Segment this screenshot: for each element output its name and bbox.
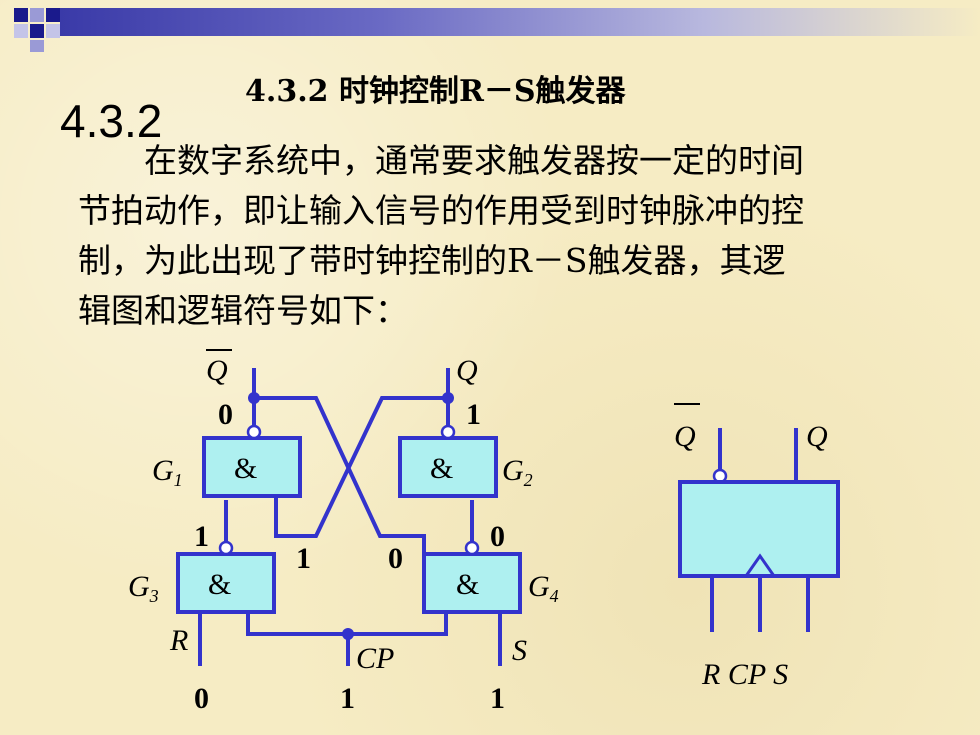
paragraph-line: 节拍动作，即让输入信号的作用受到时钟脉冲的控 xyxy=(78,191,804,230)
clock-triangle xyxy=(744,553,776,577)
q-bar-label: Q xyxy=(206,354,228,387)
r-input-label: R xyxy=(169,624,188,657)
junction-dot xyxy=(342,628,354,640)
inverter-bubble xyxy=(246,424,262,440)
wire xyxy=(254,396,426,554)
decor-square xyxy=(46,24,60,38)
inverter-bubble xyxy=(464,540,480,556)
symbol-q-label: Q xyxy=(806,420,828,453)
body-paragraph: 在数字系统中，通常要求触发器按一定的时间 节拍动作，即让输入信号的作用受到时钟脉… xyxy=(78,136,938,336)
value-label: 0 xyxy=(218,398,233,431)
value-label: 0 xyxy=(194,682,209,715)
wire xyxy=(274,396,448,538)
decor-square xyxy=(30,8,44,22)
decor-square xyxy=(14,8,28,22)
decor-square xyxy=(46,8,60,22)
gate-symbol: & xyxy=(234,452,257,485)
value-label: 1 xyxy=(466,398,481,431)
gate-g2 xyxy=(398,436,498,498)
paragraph-line: 在数字系统中，通常要求触发器按一定的时间 xyxy=(144,141,804,180)
value-label: 1 xyxy=(340,682,355,715)
q-label: Q xyxy=(456,354,478,387)
gate-symbol: & xyxy=(456,568,479,601)
gate-name: G4 xyxy=(528,570,559,606)
gate-name: G1 xyxy=(152,454,183,490)
cp-input-label: CP xyxy=(356,642,394,675)
junction-dot xyxy=(442,392,454,404)
slide-title: 4.3.2 时钟控制R－S触发器 xyxy=(245,74,626,109)
symbol-q-bar-label: Q xyxy=(674,420,696,453)
decor-square xyxy=(30,24,44,38)
gate-symbol: & xyxy=(430,452,453,485)
value-label: 0 xyxy=(388,542,403,575)
gate-g4 xyxy=(422,552,522,614)
flipflop-symbol-box xyxy=(678,480,840,578)
inverter-bubble xyxy=(440,424,456,440)
gate-name: G3 xyxy=(128,570,159,606)
value-label: 1 xyxy=(194,520,209,553)
paragraph-line: 制，为此出现了带时钟控制的R－S触发器，其逻 xyxy=(78,241,786,280)
junction-dot xyxy=(248,392,260,404)
s-input-label: S xyxy=(512,634,527,667)
symbol-inputs-label: R CP S xyxy=(701,658,788,691)
value-label: 1 xyxy=(296,542,311,575)
value-label: 0 xyxy=(490,520,505,553)
paragraph-line: 辑图和逻辑符号如下： xyxy=(78,291,408,330)
top-decor-bar xyxy=(0,0,980,52)
decor-square xyxy=(30,40,44,52)
gate-name: G2 xyxy=(502,454,533,490)
gate-symbol: & xyxy=(208,568,231,601)
decor-gradient-bar xyxy=(60,8,980,36)
inverter-bubble xyxy=(218,540,234,556)
gate-g1 xyxy=(202,436,302,498)
value-label: 1 xyxy=(490,682,505,715)
section-number: 4.3.2 xyxy=(60,95,163,147)
decor-square xyxy=(14,24,28,38)
